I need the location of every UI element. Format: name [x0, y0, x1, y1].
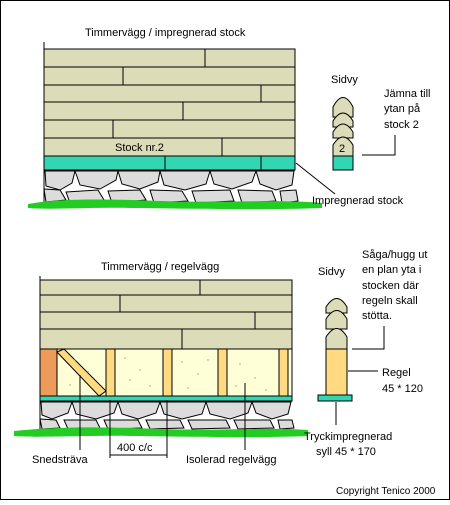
- stud-wall: [39, 348, 293, 402]
- diagram-2-title: Timmervägg / regelvägg: [101, 261, 219, 273]
- impregnated-label: Impregnerad stock: [312, 195, 404, 207]
- side-note-2: Såga/hugg ut en plan yta i stocken där r…: [362, 249, 431, 322]
- side-view-1-logs: [332, 97, 354, 171]
- side-note-1: Jämna till ytan på stock 2: [384, 88, 434, 131]
- brace-label: Snedsträva: [32, 454, 89, 466]
- log-course: [39, 279, 293, 296]
- wall-1-logs: [43, 48, 296, 157]
- brace-end-stud: [39, 348, 58, 397]
- log-course: [39, 328, 293, 350]
- log-2-label: Stock nr.2: [115, 142, 164, 154]
- grass-2: [14, 427, 308, 438]
- log-course: [43, 101, 296, 121]
- sill-plate: [39, 395, 293, 402]
- stone-foundation-2: [39, 401, 295, 430]
- log-course: [43, 84, 296, 103]
- side-note-2-leader: [352, 326, 385, 350]
- stud: [278, 348, 289, 397]
- stud: [105, 348, 116, 397]
- log-course: [43, 137, 296, 157]
- diagonal-brace: [56, 348, 107, 397]
- log-course: [43, 66, 296, 86]
- stud: [217, 348, 228, 397]
- impregnated-log: [43, 155, 296, 171]
- side-view-2-label: Sidvy: [318, 266, 345, 278]
- diagram-1: Timmervägg / impregnerad stock Stock nr.…: [28, 27, 434, 210]
- diagram-1-title: Timmervägg / impregnerad stock: [85, 27, 246, 39]
- log-course: [39, 294, 293, 313]
- spacing-dimension: [109, 400, 168, 458]
- side-log-number: 2: [339, 143, 345, 155]
- stone-foundation-1: [43, 170, 299, 204]
- impregnated-leader: [295, 162, 336, 195]
- copyright: Copyright Tenico 2000: [336, 486, 436, 497]
- log-course: [43, 119, 296, 139]
- insulated-label: Isolerad regelvägg: [186, 454, 277, 466]
- log-course: [39, 311, 293, 330]
- log-course: [43, 48, 296, 68]
- side-stud: [325, 348, 348, 396]
- side-view-2-logs: [325, 298, 348, 350]
- sill-label: Tryckimpregnerad syll 45 * 170: [304, 431, 395, 458]
- wall-2-logs: [39, 279, 293, 350]
- grass-1: [28, 199, 322, 210]
- diagram-2: Timmervägg / regelvägg: [14, 249, 431, 466]
- side-note-1-leader: [362, 135, 396, 156]
- stud: [162, 348, 173, 397]
- side-view-1-label: Sidvy: [331, 74, 358, 86]
- spacing-label: 400 c/c: [117, 442, 153, 454]
- side-sill: [317, 394, 353, 402]
- insulation-dots: [69, 357, 267, 391]
- stud-label: Regel 45 * 120: [382, 367, 423, 395]
